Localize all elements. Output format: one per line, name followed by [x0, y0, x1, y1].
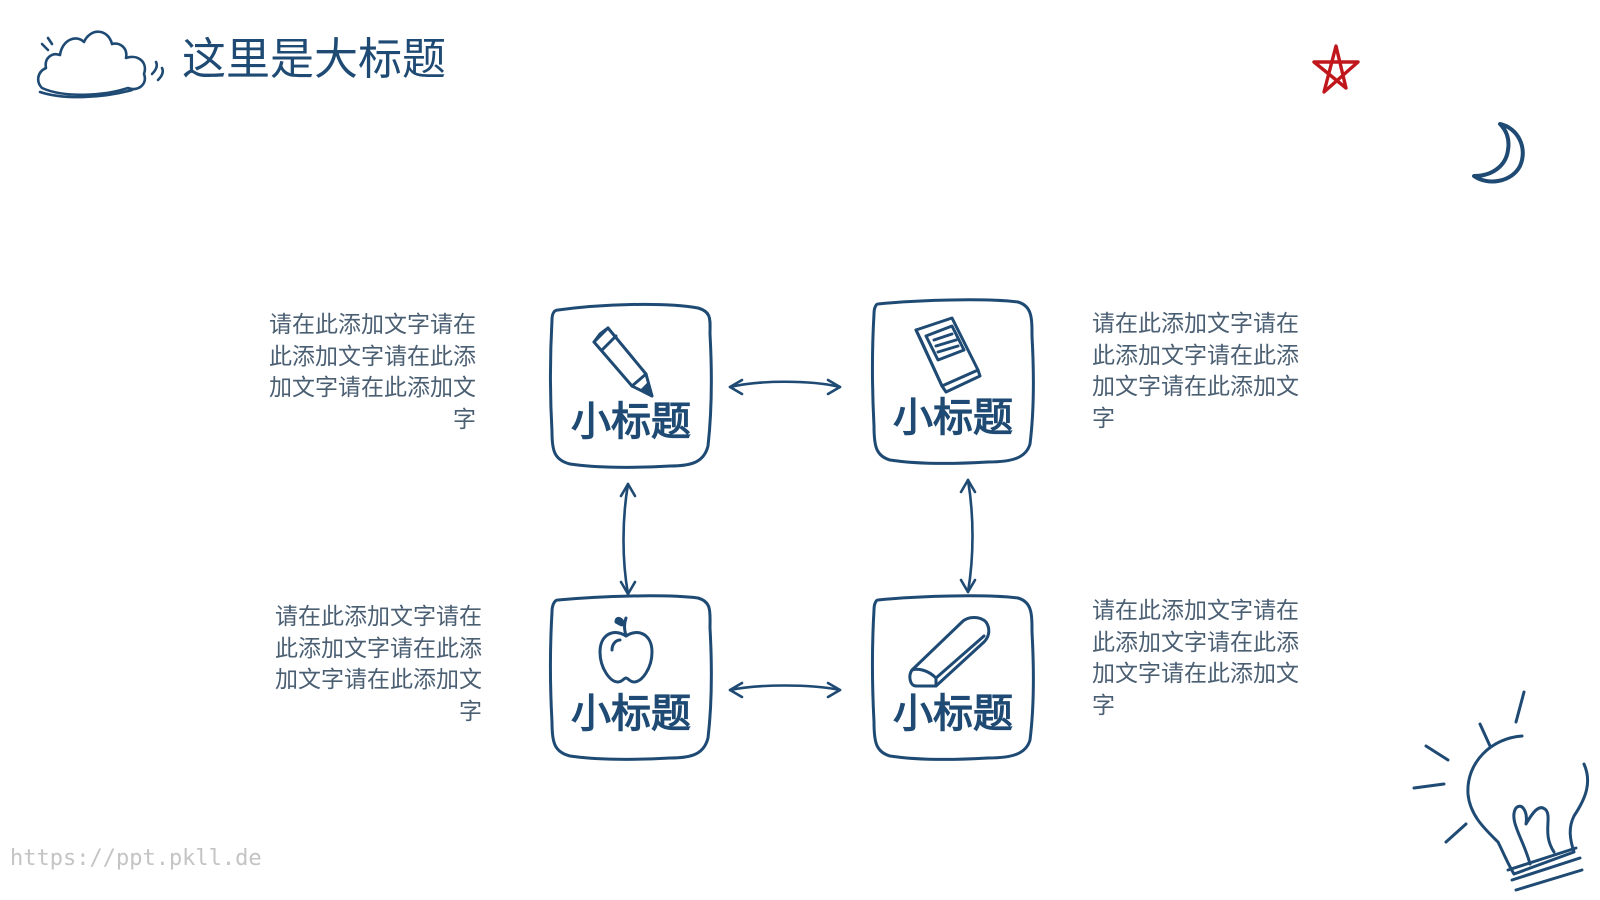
moon-icon	[1472, 122, 1525, 184]
block-description-bottom-left: 请在此添加文字请在此添加文字请在此添加文字请在此添加文字	[275, 604, 482, 725]
arrow-left-vertical	[619, 482, 637, 596]
block-apple[interactable]: 小标题	[546, 592, 716, 762]
box-frame	[871, 594, 1035, 761]
box-frame	[549, 594, 713, 761]
arrow-top-horizontal	[728, 378, 842, 396]
cloud-icon	[36, 30, 165, 99]
box-frame	[549, 302, 713, 469]
block-book[interactable]: 小标题	[868, 296, 1038, 466]
page-title: 这里是大标题	[182, 34, 446, 85]
arrow-right-vertical	[959, 478, 977, 594]
lightbulb-icon	[1412, 690, 1590, 892]
block-title: 小标题	[571, 399, 691, 445]
star-icon	[1312, 44, 1360, 94]
block-title: 小标题	[893, 395, 1013, 441]
eraser-icon	[908, 616, 991, 688]
block-description-top-right: 请在此添加文字请在此添加文字请在此添加文字请在此添加文字	[1092, 311, 1299, 432]
block-description-bottom-right: 请在此添加文字请在此添加文字请在此添加文字请在此添加文字	[1092, 598, 1299, 719]
watermark: https://ppt.pkll.de	[10, 846, 262, 871]
pencil-icon	[592, 326, 654, 398]
block-pencil[interactable]: 小标题	[546, 300, 716, 470]
block-title: 小标题	[893, 691, 1013, 737]
book-icon	[914, 316, 982, 394]
block-description-top-left: 请在此添加文字请在此添加文字请在此添加文字请在此添加文字	[269, 312, 476, 433]
apple-icon	[598, 616, 654, 684]
block-eraser[interactable]: 小标题	[868, 592, 1038, 762]
arrow-bottom-horizontal	[728, 681, 842, 699]
block-title: 小标题	[571, 691, 691, 737]
box-frame	[871, 298, 1035, 465]
